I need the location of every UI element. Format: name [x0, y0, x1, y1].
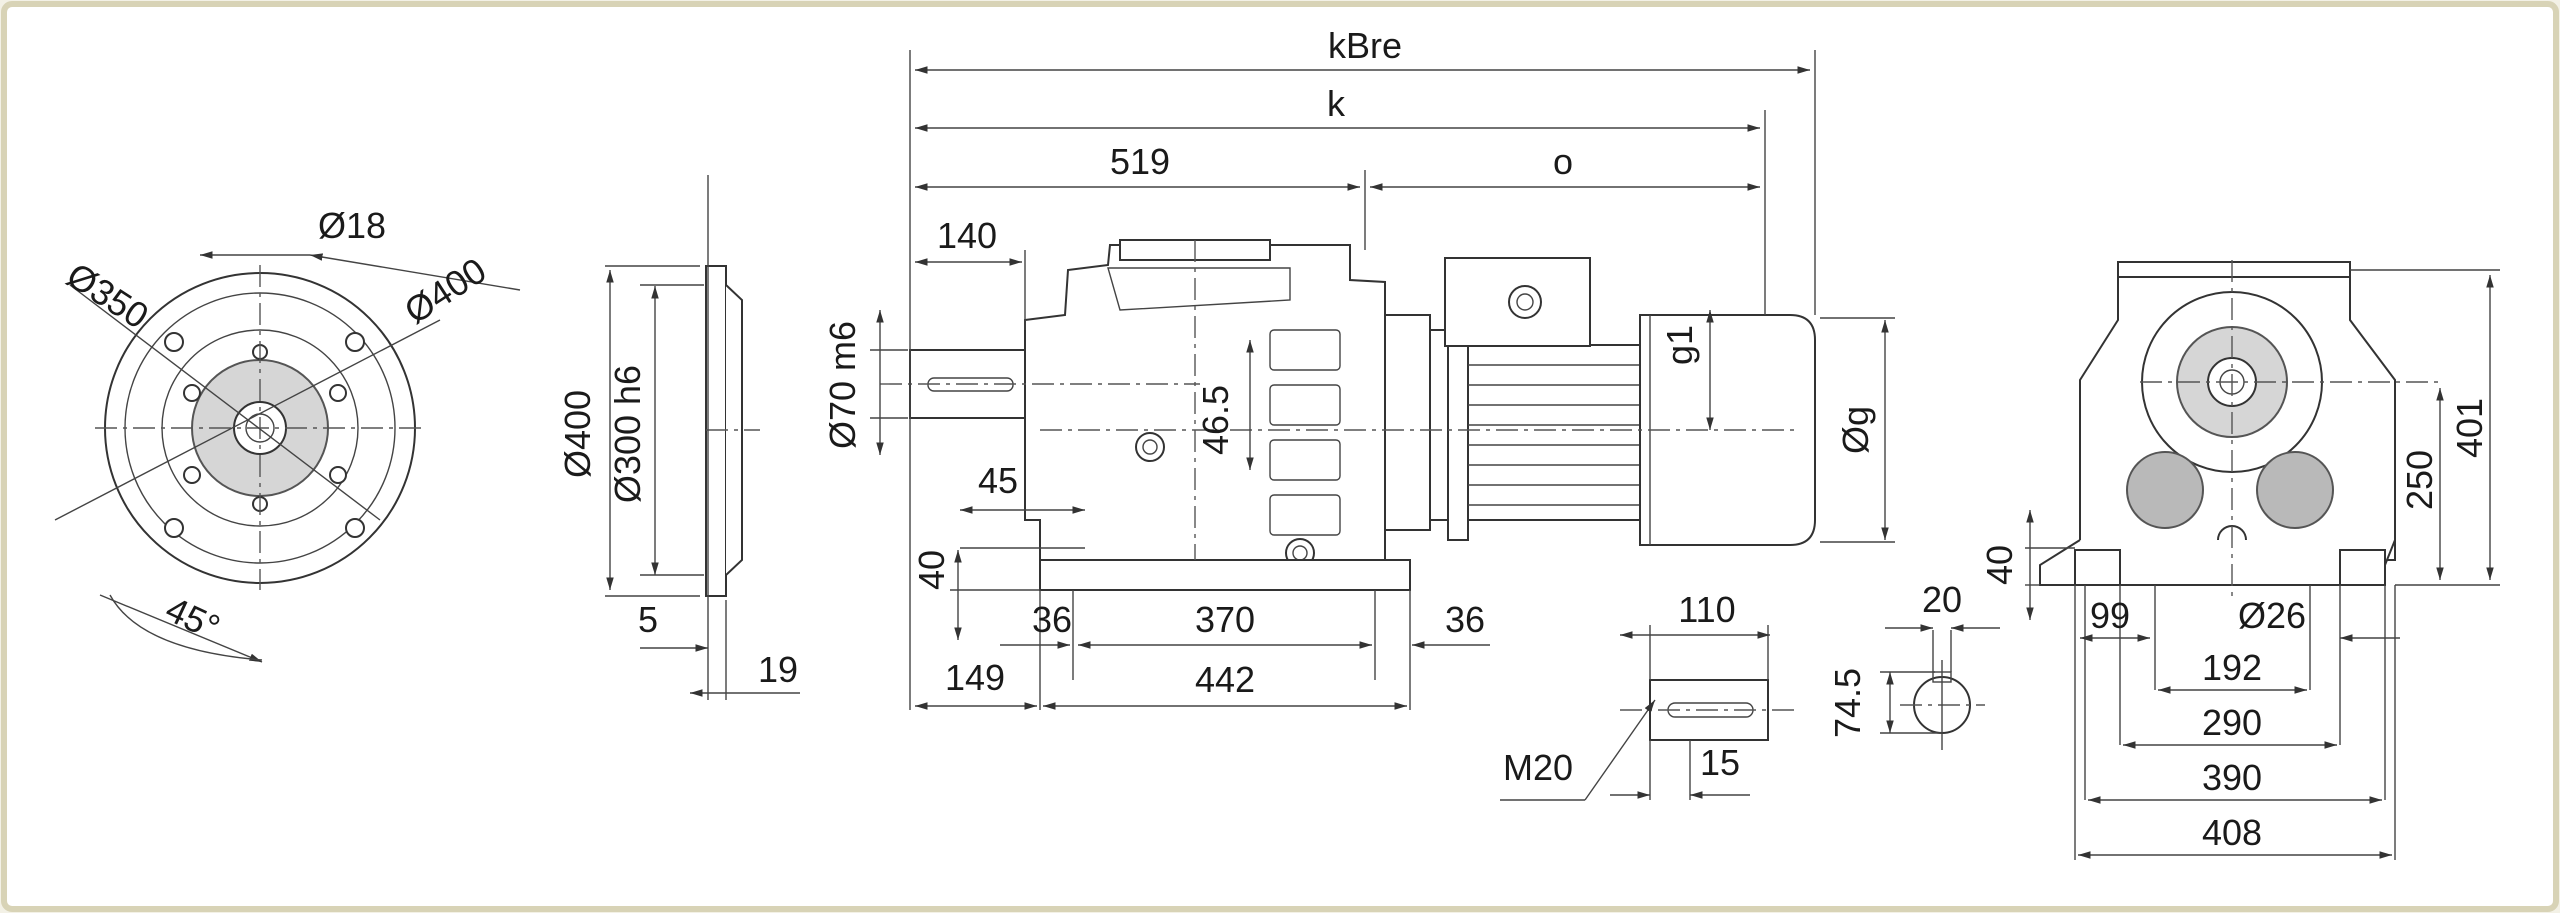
- label-110: 110: [1678, 589, 1735, 630]
- label-99: 99: [2090, 595, 2130, 636]
- label-kbre: kBre: [1328, 25, 1402, 66]
- label-m20: M20: [1503, 747, 1573, 788]
- label-d5: 5: [638, 599, 658, 640]
- label-401: 401: [2449, 398, 2490, 458]
- label-15: 15: [1700, 742, 1740, 783]
- label-o: o: [1553, 141, 1573, 182]
- label-290: 290: [2202, 702, 2262, 743]
- label-192: 192: [2202, 647, 2262, 688]
- flange-side-view: [605, 175, 800, 700]
- gear-motor-side-view: [880, 239, 1816, 591]
- label-408: 408: [2202, 812, 2262, 853]
- label-36-left: 36: [1032, 599, 1072, 640]
- label-40-right: 40: [1979, 545, 2020, 585]
- flange-front-view: [54, 251, 521, 663]
- label-36-right: 36: [1445, 599, 1485, 640]
- label-d18: Ø18: [318, 205, 386, 246]
- label-40-left: 40: [911, 550, 952, 590]
- label-519: 519: [1110, 141, 1170, 182]
- label-d400-side: Ø400: [557, 390, 598, 478]
- label-g1: g1: [1659, 325, 1700, 365]
- main-dimension-lines: [870, 50, 1895, 710]
- shaft-end-detail: [1500, 625, 1800, 801]
- label-370: 370: [1195, 599, 1255, 640]
- label-45: 45: [978, 460, 1018, 501]
- label-442: 442: [1195, 659, 1255, 700]
- label-d300h6: Ø300 h6: [607, 365, 648, 503]
- label-k: k: [1327, 83, 1346, 124]
- label-74-5: 74.5: [1827, 668, 1868, 738]
- label-d26: Ø26: [2238, 595, 2306, 636]
- label-140: 140: [937, 215, 997, 256]
- label-d70m6: Ø70 m6: [822, 321, 863, 449]
- label-og: Øg: [1835, 406, 1876, 454]
- shaft-section-detail: [1880, 624, 2000, 750]
- label-390: 390: [2202, 757, 2262, 798]
- label-250: 250: [2399, 450, 2440, 510]
- gear-motor-front-view: [2039, 260, 2440, 600]
- label-d19: 19: [758, 649, 798, 690]
- front-view-dimension-lines: [2025, 269, 2500, 860]
- label-20: 20: [1922, 579, 1962, 620]
- label-149: 149: [945, 657, 1005, 698]
- label-46-5: 46.5: [1195, 385, 1236, 455]
